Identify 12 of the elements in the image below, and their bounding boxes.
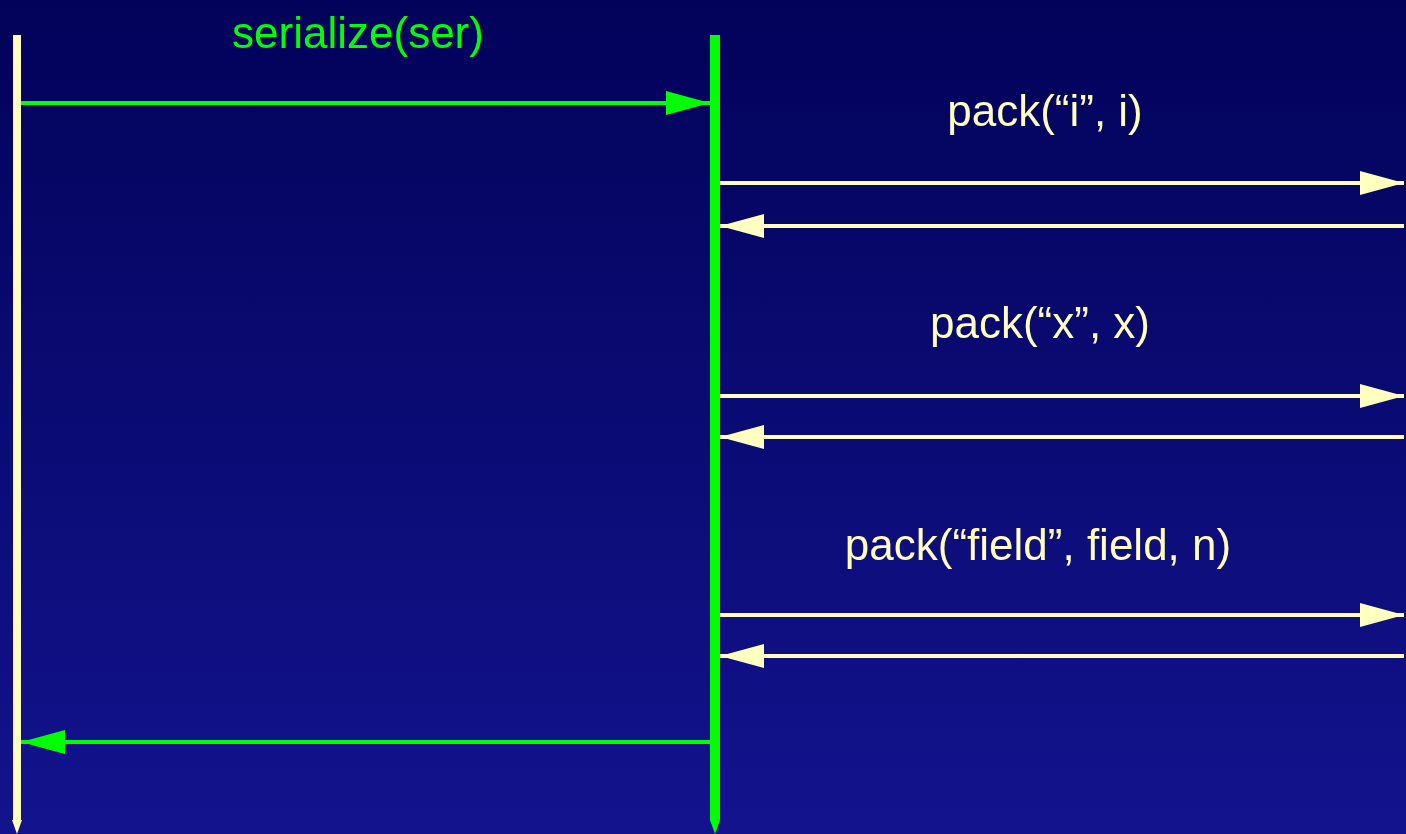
arrow (720, 644, 1404, 668)
edge-label: pack(“i”, i) (947, 86, 1143, 136)
arrow (720, 603, 1404, 627)
arrow (720, 214, 1404, 238)
edge-label: pack(“x”, x) (930, 298, 1150, 348)
arrow (21, 91, 710, 115)
arrow (720, 171, 1404, 195)
edge-label: serialize(ser) (232, 8, 484, 58)
edge-label: pack(“field”, field, n) (844, 520, 1232, 570)
arrow (21, 730, 710, 754)
arrow (720, 384, 1404, 408)
arrow (720, 425, 1404, 449)
